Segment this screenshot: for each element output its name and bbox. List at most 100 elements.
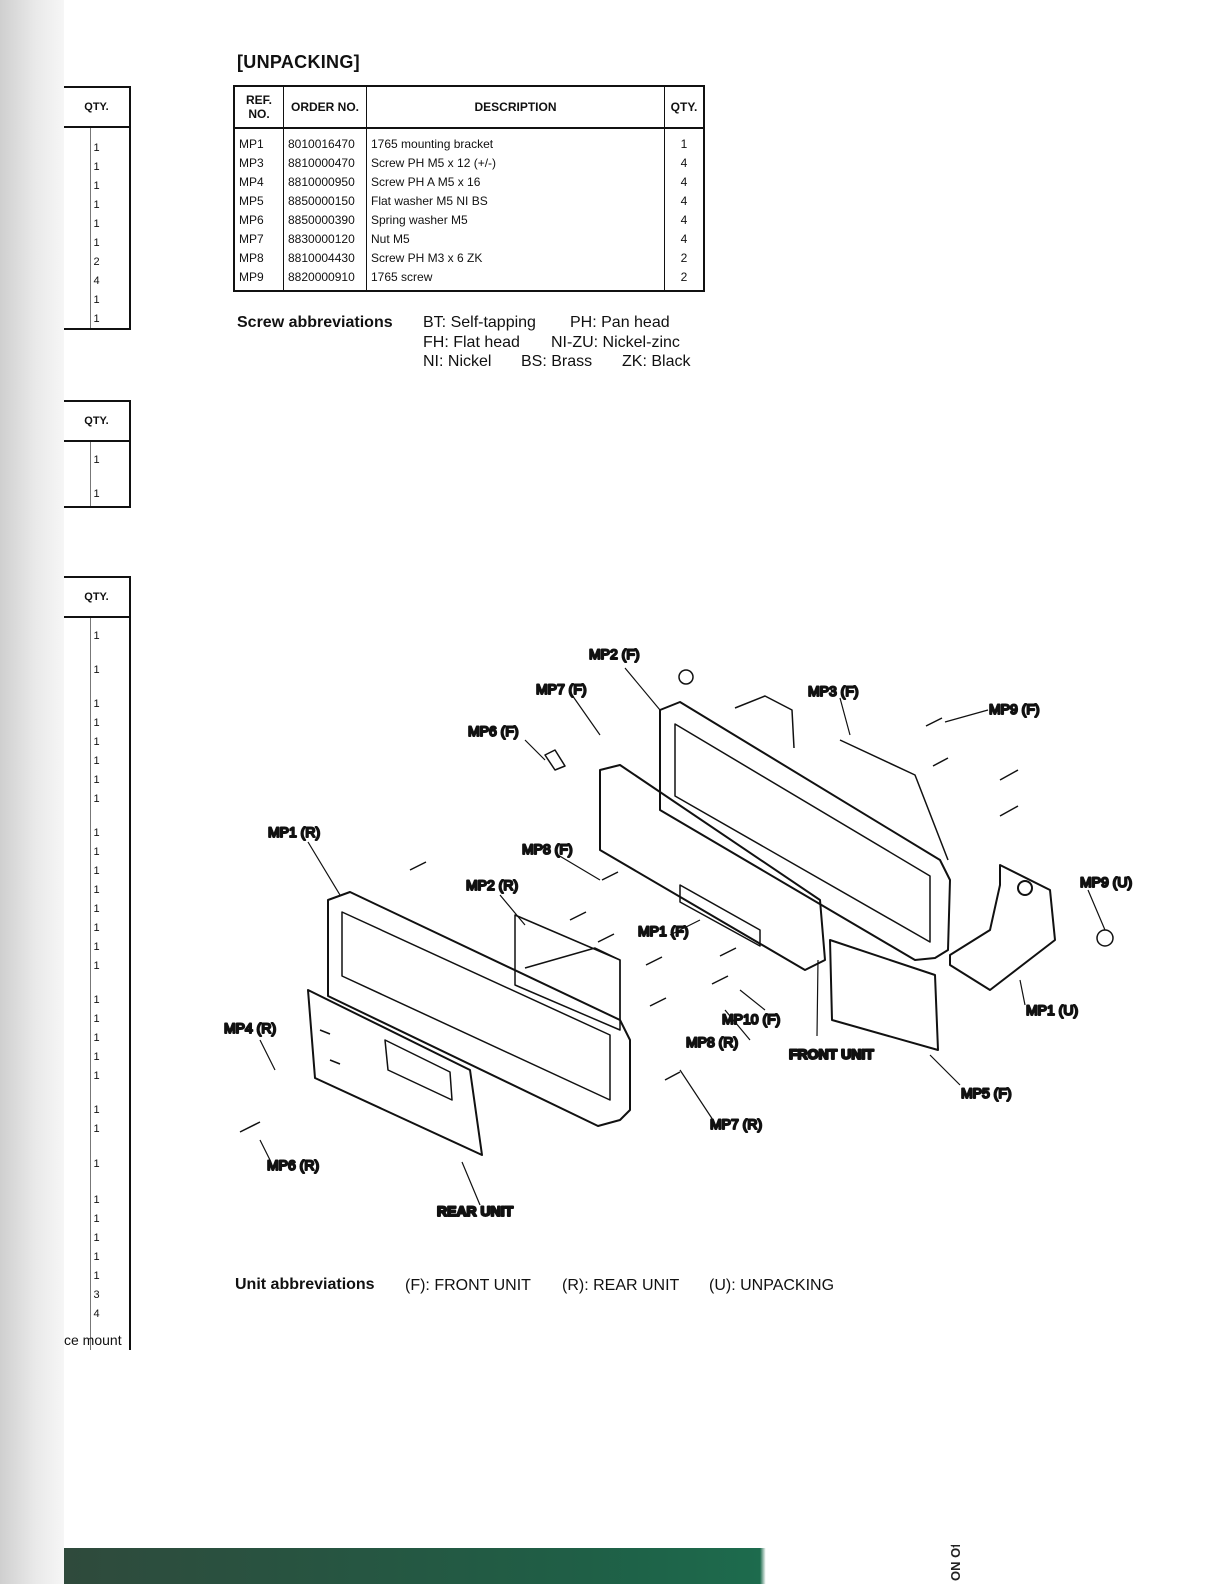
qty-strip-cell: 1: [93, 793, 100, 805]
qty-strip-cell: 1: [93, 1070, 100, 1082]
cell-ref-no: MP7: [233, 230, 284, 249]
abbr-ni-zu: NI-ZU: Nickel-zinc: [551, 334, 680, 351]
qty-strip-cell: 1: [93, 294, 100, 306]
qty-strip-cell: 1: [93, 827, 100, 839]
cell-qty: 4: [664, 173, 705, 192]
label-mp6-f: MP6 (F): [468, 723, 519, 739]
label-mp8-f: MP8 (F): [522, 841, 573, 857]
qty-strip-cell: 4: [93, 275, 100, 287]
cell-qty: 4: [664, 192, 705, 211]
qty-strip-cell: 1: [93, 1213, 100, 1225]
cell-order-no: 8810000470: [283, 154, 367, 173]
strip-caption: ce mount: [64, 1332, 122, 1348]
cell-ref-no: MP8: [233, 249, 284, 268]
label-mp4-r: MP4 (R): [224, 1020, 276, 1036]
label-mp10-f: MP10 (F): [722, 1011, 780, 1027]
qty-strip-cell: 3: [93, 1289, 100, 1301]
label-mp7-r: MP7 (R): [710, 1116, 762, 1132]
abbr-front-unit: (F): FRONT UNIT: [405, 1277, 531, 1294]
cell-ref-no: MP3: [233, 154, 284, 173]
cell-description: Screw PH M3 x 6 ZK: [366, 249, 665, 268]
label-mp7-f: MP7 (F): [536, 681, 587, 697]
qty-strip-cell: 1: [93, 161, 100, 173]
label-mp1-r: MP1 (R): [268, 824, 320, 840]
qty-strip-cell: 1: [93, 1158, 100, 1170]
abbr-zk: ZK: Black: [622, 353, 691, 370]
screw-abbr-line-2: FH: Flat head NI-ZU: Nickel-zinc: [423, 334, 680, 352]
qty-strip-cell: 1: [93, 846, 100, 858]
cell-order-no: 8810004430: [283, 249, 367, 268]
qty-strip-header: QTY.: [64, 402, 129, 442]
rear-unit-board: [307, 989, 483, 1156]
qty-strip-cell: 1: [93, 142, 100, 154]
unit-abbr-line: (F): FRONT UNIT (R): REAR UNIT (U): UNPACK…: [405, 1277, 834, 1295]
abbr-rear-unit: (R): REAR UNIT: [562, 1277, 680, 1294]
qty-strip-cell: 1: [93, 941, 100, 953]
qty-strip-cell: 1: [93, 1251, 100, 1263]
qty-strip-cell: 1: [93, 698, 100, 710]
label-front-unit: FRONT UNIT: [789, 1046, 874, 1062]
abbr-fh: FH: Flat head: [423, 334, 520, 351]
qty-strip-cell: 1: [93, 717, 100, 729]
qty-strip-header: QTY.: [64, 88, 129, 128]
cell-description: Screw PH M5 x 12 (+/-): [366, 154, 665, 173]
cell-ref-no: MP9: [233, 268, 284, 291]
cell-order-no: 8810000950: [283, 173, 367, 192]
footer-fragment: ON Off: [948, 1545, 963, 1581]
cell-description: Flat washer M5 NI BS: [366, 192, 665, 211]
qty-strip-cell: 1: [93, 1104, 100, 1116]
cell-ref-no: MP1: [233, 128, 284, 154]
cell-ref-no: MP5: [233, 192, 284, 211]
exploded-view-diagram: MP2 (F) MP7 (F) MP6 (F) MP3 (F) MP9 (F) …: [223, 645, 1133, 1220]
qty-strip-cell: 1: [93, 884, 100, 896]
cell-ref-no: MP4: [233, 173, 284, 192]
abbr-ni: NI: Nickel: [423, 353, 492, 370]
label-mp6-r: MP6 (R): [267, 1157, 319, 1173]
qty-strip-cell: 1: [93, 1032, 100, 1044]
cell-qty: 4: [664, 230, 705, 249]
cell-description: 1765 screw: [366, 268, 665, 291]
cell-order-no: 8830000120: [283, 230, 367, 249]
front-unit-board: [599, 764, 826, 971]
qty-strip-header: QTY.: [64, 578, 129, 618]
cell-ref-no: MP6: [233, 211, 284, 230]
abbr-bt: BT: Self-tapping: [423, 314, 536, 331]
label-mp3-f: MP3 (F): [808, 683, 859, 699]
qty-strip-2: QTY. 1 1: [64, 400, 131, 508]
header-qty: QTY.: [664, 85, 705, 129]
qty-strip-cell: 1: [93, 922, 100, 934]
cell-qty: 2: [664, 268, 705, 291]
cell-order-no: 8850000150: [283, 192, 367, 211]
qty-strip-cell: 1: [93, 454, 100, 466]
cell-qty: 4: [664, 154, 705, 173]
qty-strip-cell: 1: [93, 1232, 100, 1244]
abbr-unpacking: (U): UNPACKING: [709, 1277, 835, 1294]
qty-strip-cell: 1: [93, 1013, 100, 1025]
cell-order-no: 8010016470: [283, 128, 367, 154]
label-rear-unit: REAR UNIT: [437, 1203, 514, 1219]
qty-strip-cell: 1: [93, 488, 100, 500]
footer-fragment-text: ON Off: [948, 1545, 963, 1581]
qty-strip-cell: 1: [93, 755, 100, 767]
cell-description: Nut M5: [366, 230, 665, 249]
abbr-bs: BS: Brass: [521, 353, 593, 370]
screw-abbreviations-label: Screw abbreviations: [237, 314, 393, 331]
qty-strip-cell: 1: [93, 736, 100, 748]
screw-abbr-line-3: NI: Nickel BS: Brass ZK: Black: [423, 353, 690, 371]
qty-strip-cell: 1: [93, 1270, 100, 1282]
cell-order-no: 8820000910: [283, 268, 367, 291]
footer-band: [64, 1548, 1224, 1584]
header-ref-no: REF. NO.: [233, 85, 284, 129]
mounting-bracket: [949, 864, 1056, 991]
label-mp2-f: MP2 (F): [589, 646, 640, 662]
